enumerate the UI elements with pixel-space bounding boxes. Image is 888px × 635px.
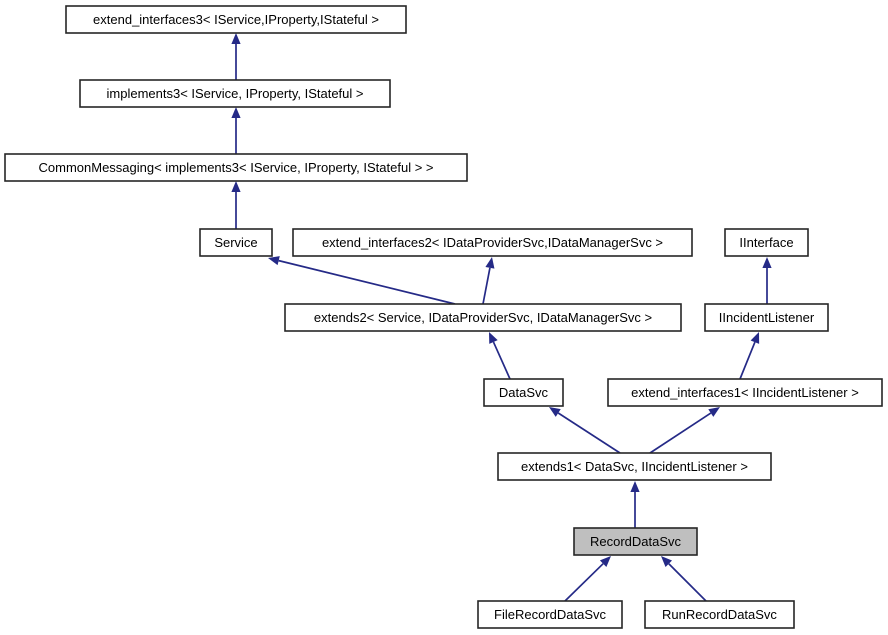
- edge-IIncidentListener-to-IInterface: [762, 257, 772, 304]
- edge-FileRecordDataSvc-to-RecordDataSvc: [564, 556, 611, 602]
- edges-layer: [231, 33, 772, 602]
- edge-extends2-to-Service: [268, 256, 456, 305]
- edge-extend_interfaces1-to-IIncidentListener: [739, 332, 760, 380]
- inheritance-arrowhead-icon: [489, 332, 498, 344]
- class-node-extends2[interactable]: extends2< Service, IDataProviderSvc, IDa…: [284, 303, 682, 332]
- class-node-IIncidentListener[interactable]: IIncidentListener: [704, 303, 829, 332]
- class-node-box[interactable]: [199, 228, 273, 257]
- edge-CommonMessaging-to-implements3: [231, 107, 241, 154]
- class-node-box[interactable]: [573, 527, 698, 556]
- class-node-RunRecordDataSvc[interactable]: RunRecordDataSvc: [644, 600, 795, 629]
- inheritance-arrowhead-icon: [231, 181, 241, 192]
- nodes-layer: extend_interfaces3< IService,IProperty,I…: [4, 5, 883, 629]
- class-node-box[interactable]: [65, 5, 407, 34]
- class-node-box[interactable]: [644, 600, 795, 629]
- inheritance-arrowhead-icon: [630, 481, 640, 492]
- class-node-box[interactable]: [284, 303, 682, 332]
- edge-extends1-to-extend_interfaces1: [649, 407, 720, 454]
- inheritance-arrowhead-icon: [750, 332, 760, 344]
- edge-line: [564, 563, 604, 602]
- inheritance-arrowhead-icon: [231, 33, 241, 44]
- edge-line: [492, 341, 511, 380]
- inheritance-arrowhead-icon: [661, 556, 673, 568]
- class-node-DataSvc[interactable]: DataSvc: [483, 378, 564, 407]
- edge-line: [739, 341, 756, 380]
- class-node-extends1[interactable]: extends1< DataSvc, IIncidentListener >: [497, 452, 772, 481]
- edge-implements3-to-extend_interfaces3: [231, 33, 241, 80]
- inheritance-arrowhead-icon: [599, 556, 611, 567]
- class-node-box[interactable]: [607, 378, 883, 407]
- class-node-box[interactable]: [724, 228, 809, 257]
- class-node-Service[interactable]: Service: [199, 228, 273, 257]
- edge-line: [557, 412, 621, 454]
- class-node-extend_interfaces1[interactable]: extend_interfaces1< IIncidentListener >: [607, 378, 883, 407]
- edge-line: [482, 267, 491, 305]
- edge-extends2-to-extend_interfaces2: [482, 257, 495, 305]
- class-node-FileRecordDataSvc[interactable]: FileRecordDataSvc: [477, 600, 623, 629]
- class-node-box[interactable]: [4, 153, 468, 182]
- class-node-box[interactable]: [292, 228, 693, 257]
- class-node-implements3[interactable]: implements3< IService, IProperty, IState…: [79, 79, 391, 108]
- inheritance-arrowhead-icon: [762, 257, 772, 268]
- inheritance-arrowhead-icon: [708, 407, 720, 417]
- class-node-box[interactable]: [477, 600, 623, 629]
- edge-line: [668, 563, 707, 602]
- class-node-IInterface[interactable]: IInterface: [724, 228, 809, 257]
- class-node-box[interactable]: [497, 452, 772, 481]
- class-node-box[interactable]: [704, 303, 829, 332]
- inheritance-arrowhead-icon: [485, 257, 495, 269]
- edge-DataSvc-to-extends2: [489, 332, 511, 380]
- inheritance-arrowhead-icon: [268, 256, 280, 266]
- class-node-box[interactable]: [79, 79, 391, 108]
- class-node-CommonMessaging[interactable]: CommonMessaging< implements3< IService, …: [4, 153, 468, 182]
- edge-Service-to-CommonMessaging: [231, 181, 241, 229]
- edge-RecordDataSvc-to-extends1: [630, 481, 640, 528]
- class-node-box[interactable]: [483, 378, 564, 407]
- class-node-extend_interfaces3[interactable]: extend_interfaces3< IService,IProperty,I…: [65, 5, 407, 34]
- class-node-extend_interfaces2[interactable]: extend_interfaces2< IDataProviderSvc,IDa…: [292, 228, 693, 257]
- inheritance-arrowhead-icon: [231, 107, 241, 118]
- edge-RunRecordDataSvc-to-RecordDataSvc: [661, 556, 707, 602]
- inheritance-arrowhead-icon: [549, 407, 561, 417]
- edge-line: [649, 412, 712, 454]
- edge-line: [278, 259, 456, 305]
- edge-extends1-to-DataSvc: [549, 407, 621, 454]
- class-node-RecordDataSvc[interactable]: RecordDataSvc: [573, 527, 698, 556]
